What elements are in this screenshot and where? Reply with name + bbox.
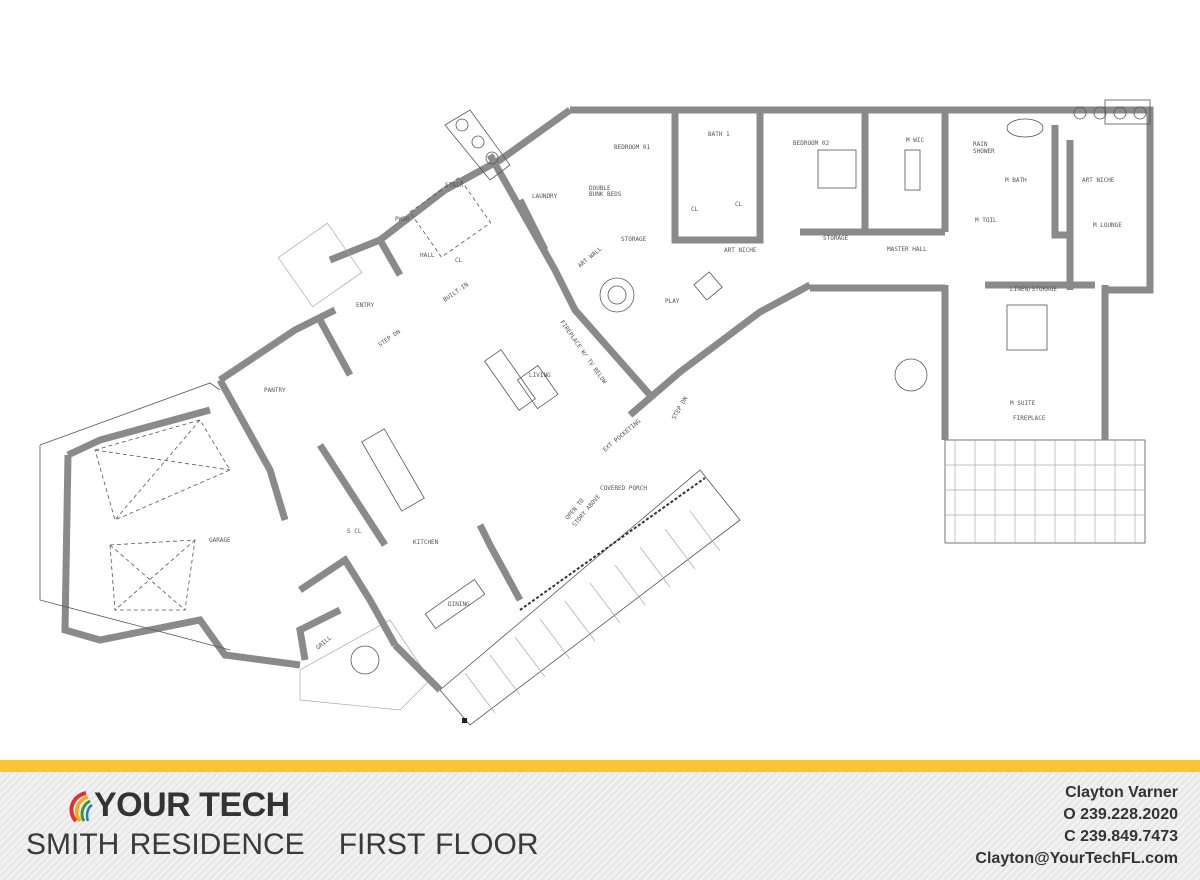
label-m-lounge: M LOUNGE [1093, 222, 1122, 229]
label-covered-porch: COVERED PORCH [600, 485, 647, 492]
label-cl-hall: CL [455, 257, 463, 264]
label-linen-storage: LINEN/STORAGE [1010, 286, 1057, 293]
label-m-bath: M BATH [1005, 177, 1027, 184]
label-bedroom-02: BEDROOM 02 [793, 140, 830, 147]
label-fireplace: FIREPLACE [1013, 415, 1046, 422]
label-step-dn-porch: STEP DN [671, 395, 690, 421]
contact-info: Clayton Varner O 239.228.2020 C 239.849.… [975, 782, 1178, 870]
label-stair: STAIR [445, 182, 463, 189]
label-art-niche-bath: ART NICHE [1082, 177, 1115, 184]
mechanical-units [444, 99, 1151, 181]
project-name: SMITH RESIDENCE [26, 828, 305, 861]
title-block: YOUR TECH SMITH RESIDENCE FIRST FLOOR Cla… [0, 772, 1200, 880]
furniture [277, 118, 1048, 630]
label-kitchen: KITCHEN [413, 539, 439, 546]
label-double-bunk-beds-2: BUNK BEDS [589, 191, 622, 198]
grill-patio [299, 619, 431, 711]
label-rain-shower-2: SHOWER [973, 148, 995, 155]
accent-band [0, 760, 1200, 772]
label-storage-1: STORAGE [621, 236, 647, 243]
cell-phone: C 239.849.7473 [1064, 828, 1178, 845]
label-step-dn-entry: STEP DN [377, 328, 402, 348]
label-play: PLAY [665, 298, 680, 305]
label-laundry: LAUNDRY [532, 193, 558, 200]
label-storage-2: STORAGE [823, 235, 849, 242]
logo-swoosh-icon [69, 790, 93, 822]
porch-deck [439, 469, 741, 726]
label-grill: GRILL [315, 634, 334, 651]
project-title: SMITH RESIDENCE FIRST FLOOR [26, 828, 573, 862]
label-entry: ENTRY [356, 302, 374, 309]
label-ext-pocketing: EXT POCKETING [602, 418, 643, 454]
floor-plan: BEDROOM 01 BATH 1 BEDROOM 02 M WIC RAIN … [39, 99, 1154, 726]
company-logo: YOUR TECH [64, 786, 290, 825]
label-cl-2: CL [735, 201, 743, 208]
label-master-hall: MASTER HALL [887, 246, 927, 253]
walls [61, 106, 1154, 693]
label-garage: GARAGE [209, 537, 231, 544]
label-living: LIVING [529, 372, 551, 379]
label-fireplace-tv: FIREPLACE W/ TV BELOW [558, 319, 607, 385]
label-bedroom-01: BEDROOM 01 [614, 144, 651, 151]
label-pwdr: PWDR [395, 216, 410, 223]
floor-name: FIRST FLOOR [338, 828, 539, 861]
label-m-suite: M SUITE [1010, 400, 1036, 407]
office-phone: O 239.228.2020 [1063, 806, 1178, 823]
label-rain-shower: RAIN [973, 141, 988, 148]
label-art-niche-hall: ART NICHE [724, 247, 757, 254]
label-m-wic: M WIC [906, 137, 924, 144]
label-built-in: BUILT-IN [442, 281, 470, 304]
garage-outline [39, 382, 231, 651]
contact-email[interactable]: Clayton@YourTechFL.com [975, 850, 1178, 867]
label-art-wall: ART WALL [577, 245, 604, 269]
label-pantry: PANTRY [264, 387, 286, 394]
label-s-cl: S CL [347, 528, 362, 535]
logo-text: YOUR TECH [94, 786, 290, 824]
label-cl-1: CL [691, 206, 699, 213]
rear-deck [944, 439, 1146, 544]
contact-name: Clayton Varner [1065, 784, 1178, 801]
label-double-bunk-beds: DOUBLE [589, 185, 611, 192]
label-bath-1: BATH 1 [708, 131, 730, 138]
room-labels: BEDROOM 01 BATH 1 BEDROOM 02 M WIC RAIN … [209, 131, 1122, 652]
label-hall: HALL [420, 252, 435, 259]
label-dining: DINING [448, 601, 470, 608]
label-m-toil: M TOIL [975, 217, 997, 224]
